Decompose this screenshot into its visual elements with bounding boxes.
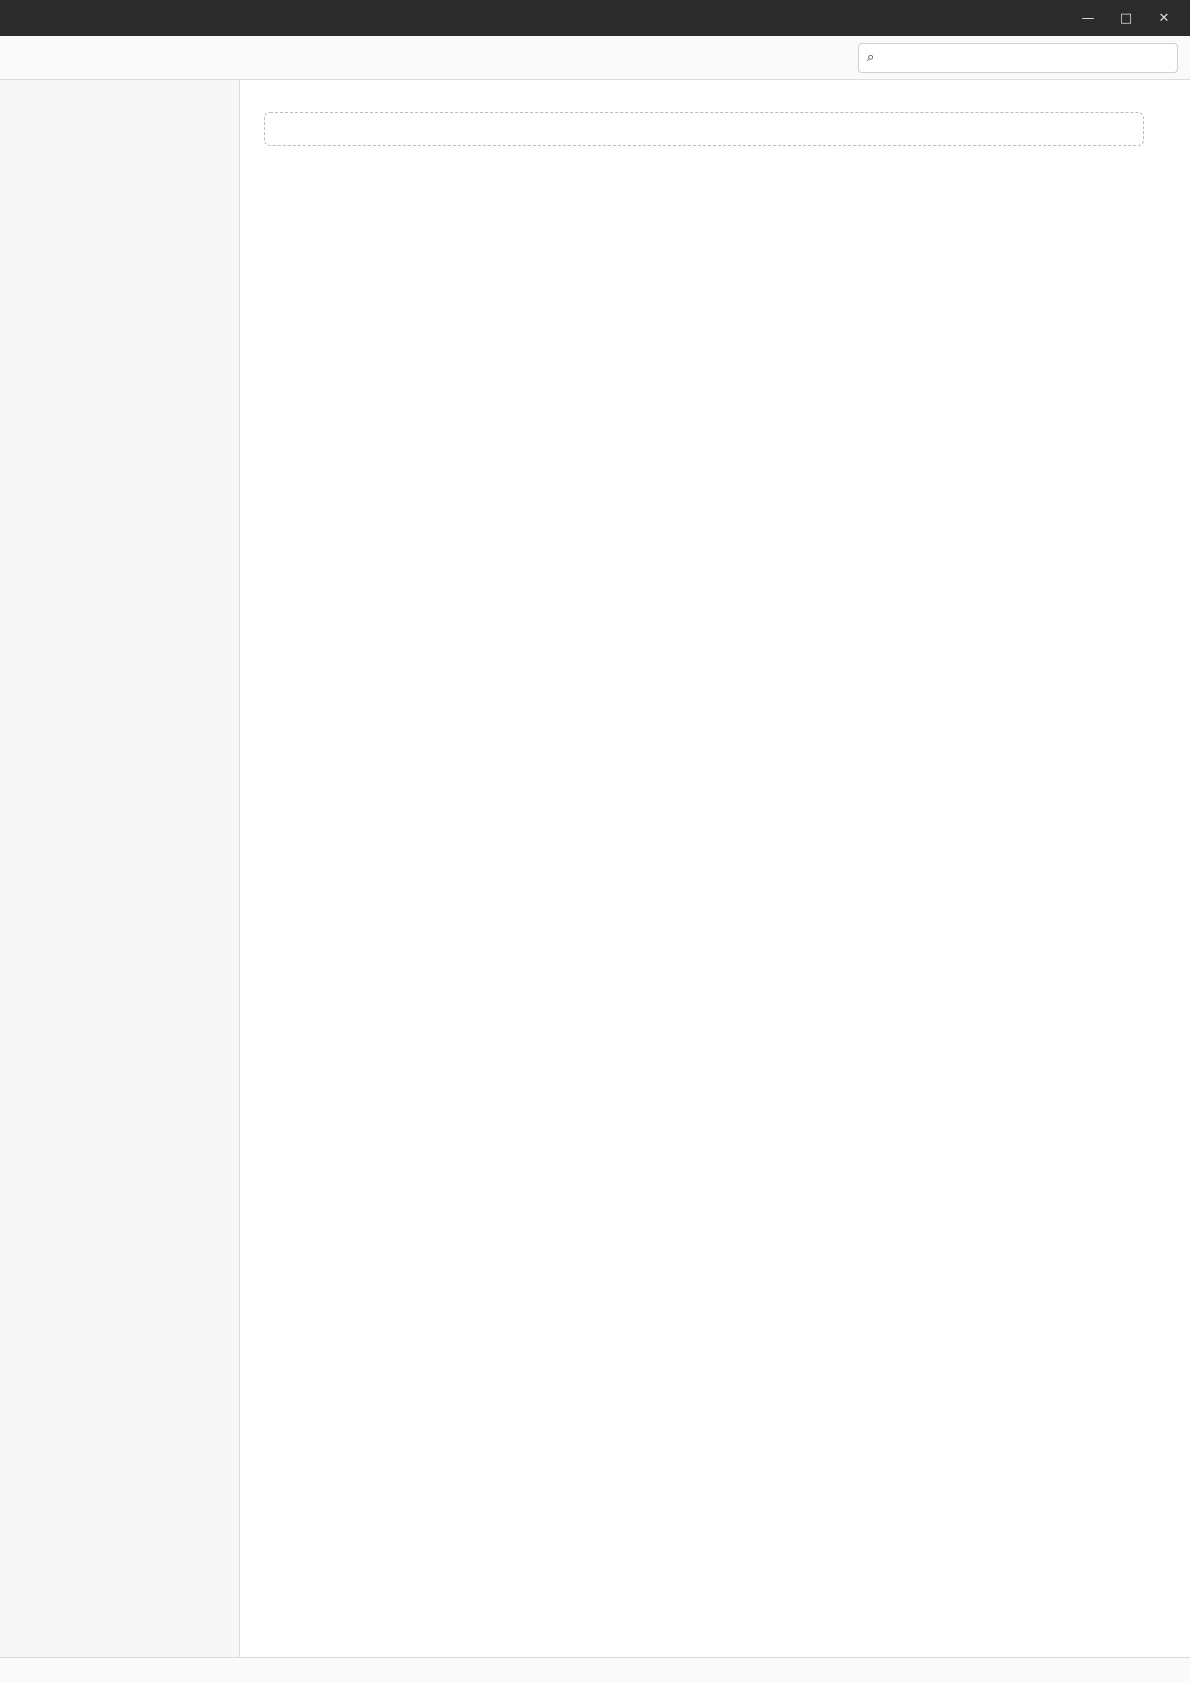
content-area bbox=[0, 80, 1190, 1657]
search-box[interactable]: ⌕ bbox=[858, 42, 1178, 73]
minimize-icon[interactable]: — bbox=[1081, 10, 1095, 26]
close-icon[interactable]: ✕ bbox=[1158, 10, 1170, 26]
maximize-icon[interactable]: □ bbox=[1119, 10, 1133, 26]
status-bar bbox=[0, 1657, 1190, 1683]
search-icon: ⌕ bbox=[867, 50, 875, 65]
main-panel bbox=[240, 80, 1190, 1657]
sidebar bbox=[0, 80, 240, 1657]
main-content bbox=[264, 112, 1144, 146]
title-bar: — □ ✕ bbox=[0, 0, 1190, 36]
toolbar: ⌕ bbox=[0, 36, 1190, 80]
search-input[interactable] bbox=[880, 50, 1169, 65]
